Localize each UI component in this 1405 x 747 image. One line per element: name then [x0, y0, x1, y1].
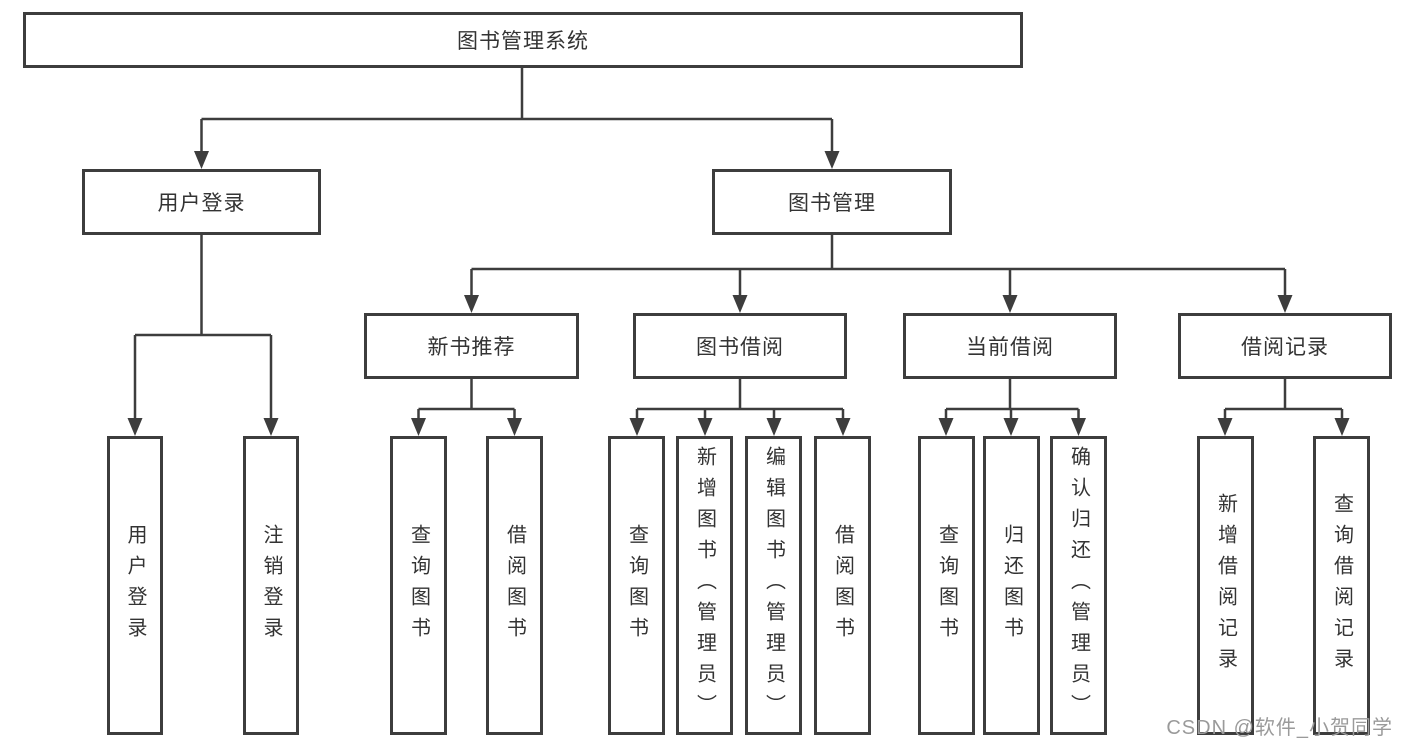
- leaf-query-books-recommend-label: 查询图书: [407, 523, 430, 648]
- leaf-logout-login-label: 注销登录: [260, 523, 282, 648]
- leaf-query-books-current: 查询图书: [918, 436, 975, 735]
- node-borrowing-records-label: 借阅记录: [1241, 336, 1329, 359]
- leaf-borrow-books-borrowing: 借阅图书: [814, 436, 871, 735]
- node-user-login: 用户登录: [82, 169, 321, 235]
- node-book-borrowing-label: 图书借阅: [696, 336, 784, 359]
- leaf-add-borrow-record: 新增借阅记录: [1197, 436, 1254, 735]
- leaf-confirm-return-admin-label: 确认归还（管理员）: [1067, 446, 1090, 725]
- leaf-query-borrow-record: 查询借阅记录: [1313, 436, 1370, 735]
- leaf-query-books-borrowing: 查询图书: [608, 436, 665, 735]
- node-borrowing-records: 借阅记录: [1178, 313, 1392, 379]
- leaf-query-books-current-label: 查询图书: [935, 523, 958, 648]
- node-current-borrowing-label: 当前借阅: [966, 336, 1054, 359]
- node-current-borrowing: 当前借阅: [903, 313, 1117, 379]
- leaf-borrow-books-recommend-label: 借阅图书: [503, 523, 526, 648]
- connector-paths: [133, 68, 1344, 420]
- node-root: 图书管理系统: [23, 12, 1023, 68]
- leaf-edit-book-admin-label: 编辑图书（管理员）: [762, 446, 785, 725]
- leaf-query-books-recommend: 查询图书: [390, 436, 447, 735]
- node-new-book-recommend-label: 新书推荐: [427, 336, 516, 359]
- leaf-borrow-books-borrowing-label: 借阅图书: [831, 523, 854, 648]
- leaf-user-login-label: 用户登录: [124, 523, 146, 648]
- node-book-management-label: 图书管理: [788, 192, 876, 215]
- leaf-add-book-admin: 新增图书（管理员）: [676, 436, 733, 735]
- node-book-management: 图书管理: [712, 169, 952, 235]
- leaf-return-books: 归还图书: [983, 436, 1040, 735]
- leaf-user-login: 用户登录: [107, 436, 163, 735]
- leaf-edit-book-admin: 编辑图书（管理员）: [745, 436, 802, 735]
- leaf-logout-login: 注销登录: [243, 436, 299, 735]
- node-new-book-recommend: 新书推荐: [364, 313, 579, 379]
- leaf-add-borrow-record-label: 新增借阅记录: [1214, 492, 1237, 679]
- leaf-confirm-return-admin: 确认归还（管理员）: [1050, 436, 1107, 735]
- leaf-borrow-books-recommend: 借阅图书: [486, 436, 543, 735]
- arrow-heads: [127, 151, 1350, 436]
- leaf-add-book-admin-label: 新增图书（管理员）: [693, 446, 716, 725]
- leaf-return-books-label: 归还图书: [1000, 523, 1023, 648]
- node-book-borrowing: 图书借阅: [633, 313, 847, 379]
- node-user-login-label: 用户登录: [157, 192, 246, 215]
- watermark: CSDN @软件_小贺同学: [1166, 717, 1393, 739]
- node-root-label: 图书管理系统: [457, 30, 589, 53]
- leaf-query-books-borrowing-label: 查询图书: [625, 523, 648, 648]
- leaf-query-borrow-record-label: 查询借阅记录: [1330, 492, 1353, 679]
